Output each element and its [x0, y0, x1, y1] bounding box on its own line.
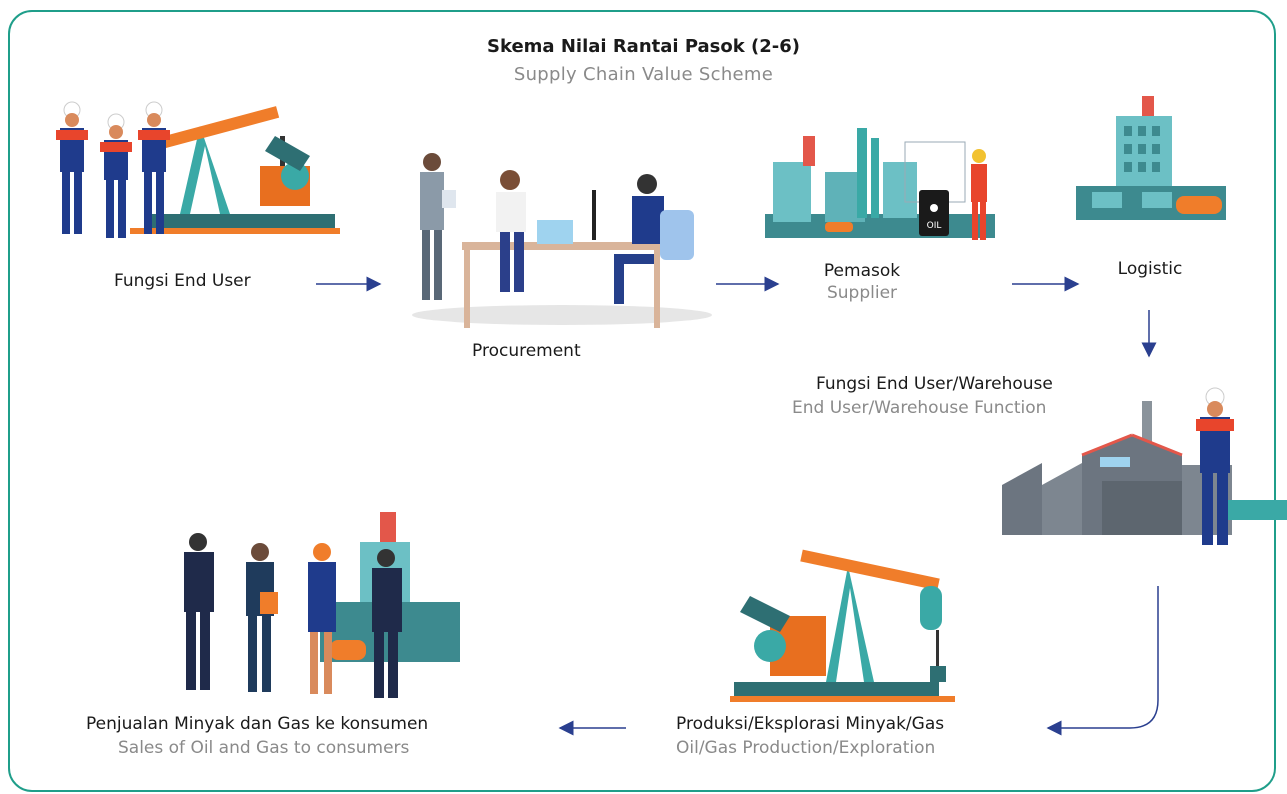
- sales-label: Penjualan Minyak dan Gas ke konsumen: [86, 714, 429, 734]
- warehouse-sublabel: End User/Warehouse Function: [792, 398, 1047, 418]
- procurement-label: Procurement: [472, 341, 581, 361]
- arrow-warehouse-to-production: [1046, 586, 1159, 736]
- production-sublabel: Oil/Gas Production/Exploration: [676, 738, 936, 758]
- oil-drum-label: OIL: [927, 221, 942, 231]
- diagram-frame: [8, 10, 1276, 792]
- end-user-label: Fungsi End User: [114, 271, 251, 291]
- warehouse-label: Fungsi End User/Warehouse: [816, 374, 1053, 394]
- supplier-label: Pemasok: [823, 261, 901, 281]
- logistic-label: Logistic: [1117, 259, 1183, 279]
- logistic-illustration: [1072, 96, 1232, 226]
- sales-sublabel: Sales of Oil and Gas to consumers: [118, 738, 410, 758]
- supplier-illustration: OIL: [765, 122, 1005, 244]
- sales-illustration: [170, 512, 470, 702]
- diagram-title: Skema Nilai Rantai Pasok (2-6): [487, 36, 800, 57]
- warehouse-illustration: [1002, 385, 1287, 553]
- procurement-illustration: [392, 150, 712, 330]
- end-user-illustration: [50, 96, 350, 246]
- production-label: Produksi/Eksplorasi Minyak/Gas: [676, 714, 945, 734]
- diagram-subtitle: Supply Chain Value Scheme: [513, 64, 774, 85]
- production-illustration: [730, 546, 960, 706]
- supplier-sublabel: Supplier: [826, 283, 898, 303]
